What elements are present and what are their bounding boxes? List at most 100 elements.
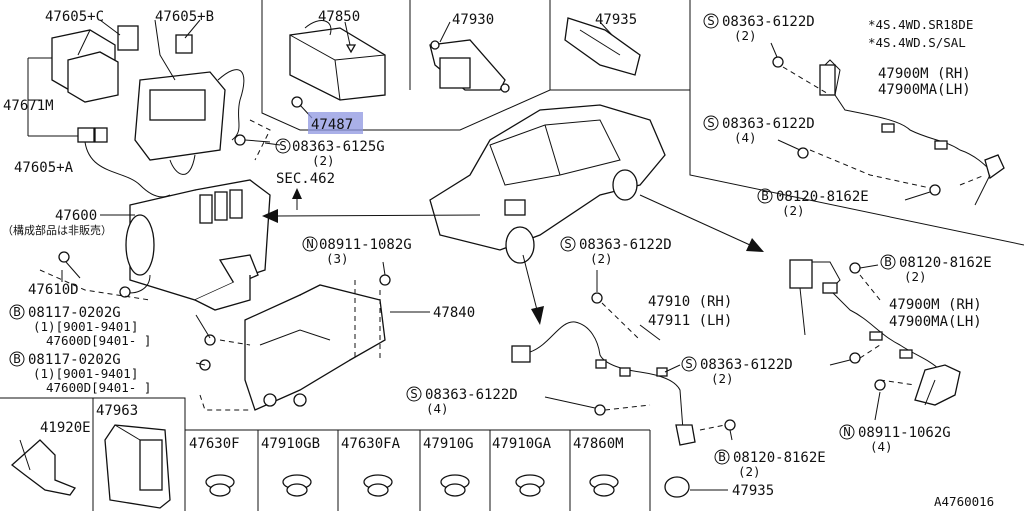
qty-08120-8162e-r: (2) [904,269,927,284]
label-47600[interactable]: 47600 [55,208,97,224]
note-not-sold-separately: （構成部品は非販売） [2,223,112,237]
symbol-b: B [718,449,726,464]
note-s-sal: *4S.4WD.S/SAL [868,35,966,50]
rear-sensor-right [789,259,961,421]
label-08117-0202g-2[interactable]: 08117-0202G [28,352,121,368]
actuator-bracket [244,284,386,411]
label-47911-lh[interactable]: 47911 (LH) [648,313,732,329]
label-47610d[interactable]: 47610D [28,282,79,298]
label-47900ma-lh[interactable]: 47900MA(LH) [889,314,982,330]
qty-08911-1062g: (4) [870,439,893,454]
wire-harness [84,141,171,198]
symbol-s: S [707,13,715,28]
note-sr18de: *4S.4WD.SR18DE [868,17,973,32]
label-08911-1062g[interactable]: 08911-1062G [858,425,951,441]
label-08363-6125g[interactable]: 08363-6125G [292,139,385,155]
grommet-47935 [664,476,728,498]
label-08120-8162e-b[interactable]: 08120-8162E [733,450,826,466]
label-47860m[interactable]: 47860M [573,436,624,452]
clip-47910g [440,474,470,497]
label-47900m-rh[interactable]: 47900M (RH) [889,297,982,313]
symbol-s: S [279,138,287,153]
diagram-id: A4760016 [934,494,994,509]
highlight-47487 [308,112,363,134]
label-47840[interactable]: 47840 [433,305,475,321]
qty-08363-6122d-c: (2) [590,251,613,266]
label-47900m-rh-top[interactable]: 47900M (RH) [878,66,971,82]
label-08363-6122d-tr2[interactable]: 08363-6122D [722,116,815,132]
alt-08117-0202g-1: 47600D[9401- ] [46,333,151,348]
label-47910gb[interactable]: 47910GB [261,436,320,452]
label-41920e[interactable]: 41920E [40,420,91,436]
label-08120-8162e-tr[interactable]: 08120-8162E [776,189,869,205]
part-labels: 47605+C 47605+B 47671M 47605+A 47850 474… [2,9,994,509]
label-47630f[interactable]: 47630F [189,436,240,452]
bracket-47935 [564,17,641,76]
label-47850[interactable]: 47850 [318,9,360,25]
symbol-s: S [685,356,693,371]
label-47910g[interactable]: 47910G [423,436,474,452]
label-47910-rh[interactable]: 47910 (RH) [648,294,732,310]
symbol-b: B [884,254,892,269]
clip-47630f [205,474,235,497]
qty-08363-6122d-c2: (2) [711,371,734,386]
label-47605c[interactable]: 47605+C [45,9,104,25]
abs-control-unit [289,20,386,119]
qty-08363-6122d-c3: (4) [426,401,449,416]
clip-47860m [589,474,619,497]
label-47671m[interactable]: 47671M [3,98,54,114]
range-08117-0202g-1: (1)[9001-9401] [33,319,138,334]
label-47605b[interactable]: 47605+B [155,9,214,25]
label-sec-462[interactable]: SEC.462 [276,171,335,187]
label-08120-8162e-r[interactable]: 08120-8162E [899,255,992,271]
label-08363-6122d-c3[interactable]: 08363-6122D [425,387,518,403]
front-sensor [511,270,736,446]
relay-boxes [51,19,245,175]
bracket-47963 [104,424,171,509]
clip-47910gb [282,474,312,497]
symbol-n: N [306,236,314,251]
vehicle-outline [429,104,666,264]
qty-08120-8162e-tr: (2) [782,203,805,218]
symbol-s: S [707,115,715,130]
label-47630fa[interactable]: 47630FA [341,436,401,452]
symbol-s: S [564,236,572,251]
abs-actuator-assembly [119,179,271,311]
label-08117-0202g-1[interactable]: 08117-0202G [28,305,121,321]
direction-arrows [262,188,764,325]
label-47963[interactable]: 47963 [96,403,138,419]
label-47910ga[interactable]: 47910GA [492,436,552,452]
alt-08117-0202g-2: 47600D[9401- ] [46,380,151,395]
rear-sensor-top [770,42,1005,206]
label-47900ma-lh-top[interactable]: 47900MA(LH) [878,82,971,98]
qty-08120-8162e-b: (2) [738,464,761,479]
symbol-b: B [13,304,21,319]
label-08363-6122d-c[interactable]: 08363-6122D [579,237,672,253]
label-47935-bottom[interactable]: 47935 [732,483,774,499]
leader-lines-left [27,19,430,366]
label-47930[interactable]: 47930 [452,12,494,28]
label-08363-6122d-tr1[interactable]: 08363-6122D [722,14,815,30]
symbol-letters: S N B B S S B B S S S N B [13,13,892,464]
dashed-guides-left [39,119,381,411]
label-08911-1082g[interactable]: 08911-1082G [319,237,412,253]
symbol-b: B [761,188,769,203]
qty-08363-6125g: (2) [312,153,335,168]
clip-47630fa [363,474,393,497]
qty-08363-6122d-tr1: (2) [734,28,757,43]
label-08363-6122d-c2[interactable]: 08363-6122D [700,357,793,373]
symbol-b: B [13,351,21,366]
symbol-circles [9,13,896,465]
label-47487[interactable]: 47487 [311,117,353,133]
label-47935-top[interactable]: 47935 [595,12,637,28]
clip-47910ga [515,474,545,497]
symbol-s: S [410,386,418,401]
label-47605a[interactable]: 47605+A [14,160,74,176]
range-08117-0202g-2: (1)[9001-9401] [33,366,138,381]
qty-08363-6122d-tr2: (4) [734,130,757,145]
symbol-n: N [843,424,851,439]
bracket-47930 [429,21,510,93]
bracket-41920e [10,439,77,496]
